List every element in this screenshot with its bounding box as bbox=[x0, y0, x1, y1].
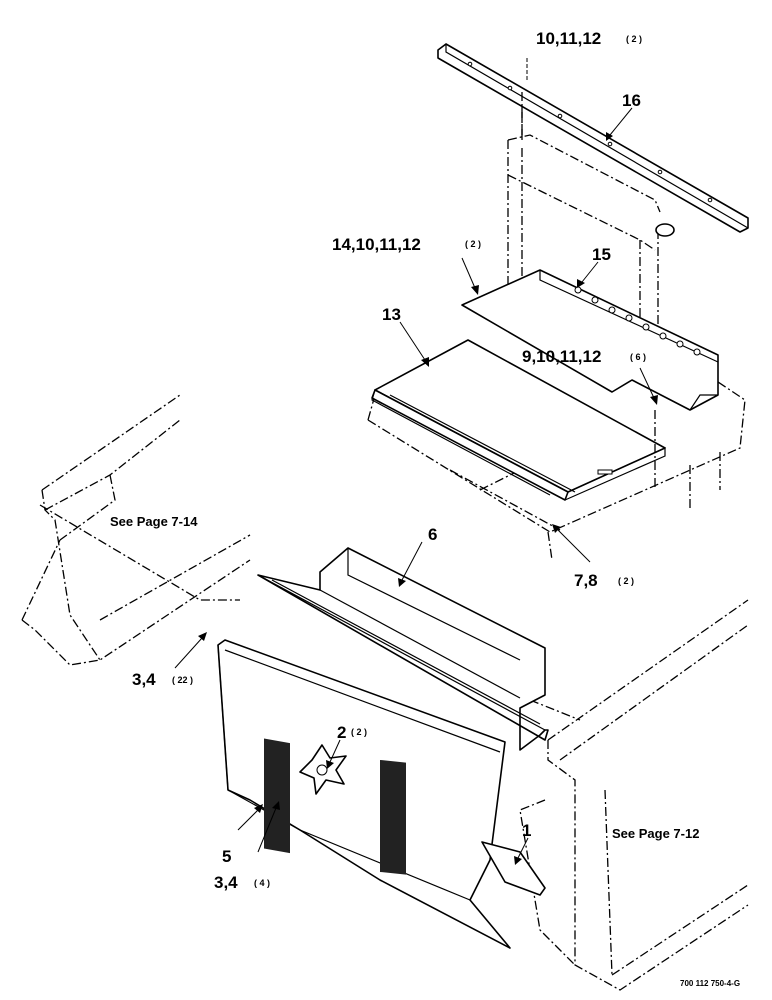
svg-text:( 2 ): ( 2 ) bbox=[351, 727, 367, 737]
svg-text:2: 2 bbox=[337, 723, 346, 742]
left-vent-grille bbox=[264, 738, 290, 854]
callout-5: 5 bbox=[222, 847, 231, 866]
svg-text:1: 1 bbox=[522, 821, 531, 840]
callout-9-10-11-12: 9,10,11,12 ( 6 ) bbox=[522, 347, 646, 366]
phantom-right-frame bbox=[519, 599, 749, 991]
reference-left: See Page 7-14 bbox=[110, 514, 198, 529]
leader-lines bbox=[174, 58, 658, 865]
svg-text:( 2 ): ( 2 ) bbox=[618, 576, 634, 586]
callout-15: 15 bbox=[592, 245, 611, 264]
callout-10-11-12: 10,11,12 ( 2 ) bbox=[536, 29, 642, 48]
svg-text:14,10,11,12: 14,10,11,12 bbox=[332, 235, 421, 254]
svg-text:13: 13 bbox=[382, 305, 401, 324]
callout-2: 2 ( 2 ) bbox=[337, 723, 367, 742]
document-number: 700 112 750-4-G bbox=[680, 979, 740, 988]
svg-text:( 22 ): ( 22 ) bbox=[172, 675, 193, 685]
phantom-left-frame bbox=[21, 394, 251, 666]
callout-14-10-11-12: 14,10,11,12 ( 2 ) bbox=[332, 235, 481, 254]
svg-text:3,4: 3,4 bbox=[214, 873, 238, 892]
svg-text:7,8: 7,8 bbox=[574, 571, 598, 590]
part-5-front-shield bbox=[217, 639, 546, 949]
svg-text:5: 5 bbox=[222, 847, 231, 866]
tray-slot bbox=[597, 469, 613, 475]
svg-text:( 2 ): ( 2 ) bbox=[465, 239, 481, 249]
callout-1: 1 bbox=[522, 821, 531, 840]
part-13-tray bbox=[371, 339, 666, 501]
callout-3-4-4: 3,4 ( 4 ) bbox=[214, 873, 270, 892]
phantom-table-frame bbox=[367, 379, 746, 561]
svg-text:( 6 ): ( 6 ) bbox=[630, 352, 646, 362]
right-vent-grille bbox=[380, 759, 406, 875]
svg-text:16: 16 bbox=[622, 91, 641, 110]
callout-16: 16 bbox=[622, 91, 641, 110]
reference-right: See Page 7-12 bbox=[612, 826, 699, 841]
callout-13: 13 bbox=[382, 305, 401, 324]
svg-text:( 4 ): ( 4 ) bbox=[254, 878, 270, 888]
pipe-end bbox=[655, 223, 675, 237]
callout-7-8: 7,8 ( 2 ) bbox=[574, 571, 634, 590]
part-16-angle-bar bbox=[437, 43, 749, 237]
callout-3-4-22: 3,4 ( 22 ) bbox=[132, 670, 193, 689]
svg-text:3,4: 3,4 bbox=[132, 670, 156, 689]
latch-hole bbox=[316, 764, 328, 776]
part-6-upper-shroud bbox=[257, 547, 549, 751]
svg-text:15: 15 bbox=[592, 245, 611, 264]
svg-text:10,11,12: 10,11,12 bbox=[536, 29, 601, 48]
svg-text:9,10,11,12: 9,10,11,12 bbox=[522, 347, 601, 366]
part-1-bracket bbox=[481, 841, 546, 896]
svg-text:( 2 ): ( 2 ) bbox=[626, 34, 642, 44]
svg-text:6: 6 bbox=[428, 525, 437, 544]
callout-6: 6 bbox=[428, 525, 437, 544]
part-15-support-plate bbox=[461, 269, 719, 411]
